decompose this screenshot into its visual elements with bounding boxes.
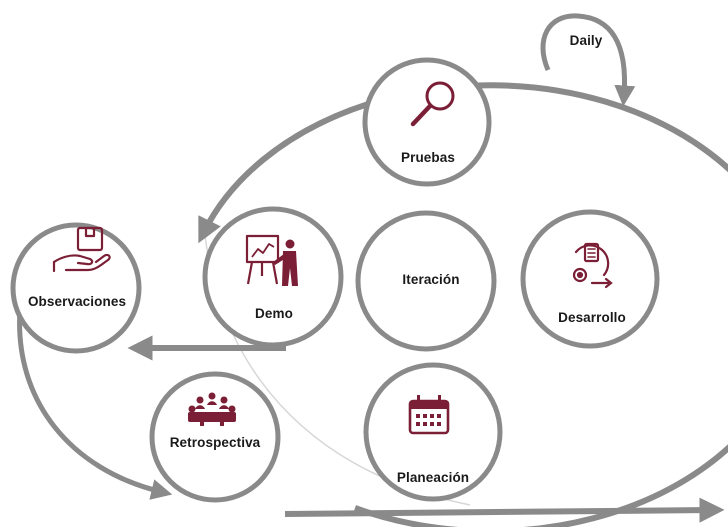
iteracion-circle	[355, 210, 497, 352]
observaciones-label: Observaciones	[27, 294, 127, 309]
daily-label: Daily	[569, 33, 603, 48]
presenter-figure	[273, 239, 298, 286]
planeacion-label: Planeación	[396, 470, 470, 485]
main-loop-arc	[198, 82, 728, 532]
pruebas-circle	[362, 57, 492, 187]
observaciones-circle	[10, 222, 142, 354]
pruebas-label: Pruebas	[401, 150, 455, 165]
observaciones-to-retrospectiva-arrow	[17, 309, 173, 500]
exit-arrow	[284, 497, 725, 523]
retrospectiva-circle	[149, 371, 281, 503]
daily-loop-arrow	[540, 13, 636, 107]
magnifier-icon	[410, 81, 455, 127]
retrospectiva-label: Retrospectiva	[169, 435, 261, 450]
demo-circle	[202, 206, 344, 348]
hand-box-icon	[52, 226, 111, 273]
presentation-icon	[245, 234, 280, 285]
demo-label: Demo	[255, 306, 293, 321]
desarrollo-circle	[520, 209, 660, 349]
team-meeting-icon	[188, 392, 236, 426]
development-cycle-icon	[572, 242, 613, 289]
calendar-icon	[408, 395, 450, 435]
iteracion-label: Iteración	[402, 272, 460, 287]
desarrollo-label: Desarrollo	[558, 310, 626, 325]
